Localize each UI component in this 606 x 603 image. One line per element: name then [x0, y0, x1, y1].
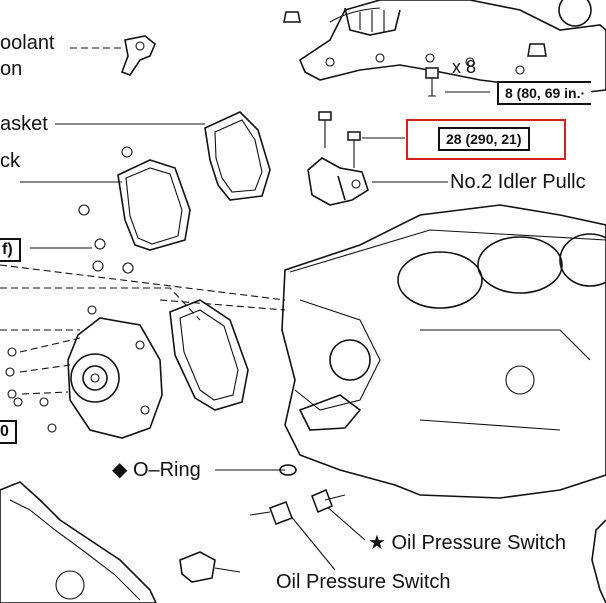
sensor-part [179, 551, 241, 583]
cover-plate [78, 146, 191, 251]
gasket [204, 111, 271, 201]
coolant-label-line1: oolant [0, 32, 55, 54]
block-label: ck [0, 150, 20, 172]
torque-spec-top-right: 8 (80, 69 in.· [497, 81, 592, 105]
torque-spec-left-bottom: 0 [0, 420, 17, 444]
idler-pulley-bracket [307, 157, 369, 206]
bolts-top [283, 11, 547, 168]
oil-pressure-switch-star-label: ★ Oil Pressure Switch [368, 532, 566, 554]
gasket-label: asket [0, 113, 48, 135]
coolant-fitting [120, 35, 156, 76]
oil-pressure-switches [249, 489, 346, 525]
leader-lines [0, 47, 490, 571]
engine-block [0, 204, 606, 499]
quantity-x8: x 8 [452, 57, 477, 77]
highlight-box [406, 119, 566, 160]
seal-part [591, 519, 606, 603]
pump-gasket [169, 299, 249, 411]
o-ring-label: ◆ O–Ring [112, 459, 201, 481]
torque-spec-left: f) [0, 238, 21, 262]
water-pump [67, 317, 163, 439]
coolant-label-line2: on [0, 58, 23, 80]
o-ring [279, 464, 297, 476]
oil-pressure-switch-label: Oil Pressure Switch [276, 571, 451, 593]
torque-spec-highlighted: 28 (290, 21) [438, 127, 530, 151]
idler-pulley-label: No.2 Idler Pullc [450, 171, 586, 193]
bolts-left [5, 238, 134, 433]
timing-cover [0, 481, 157, 603]
chain-housing [299, 0, 606, 96]
